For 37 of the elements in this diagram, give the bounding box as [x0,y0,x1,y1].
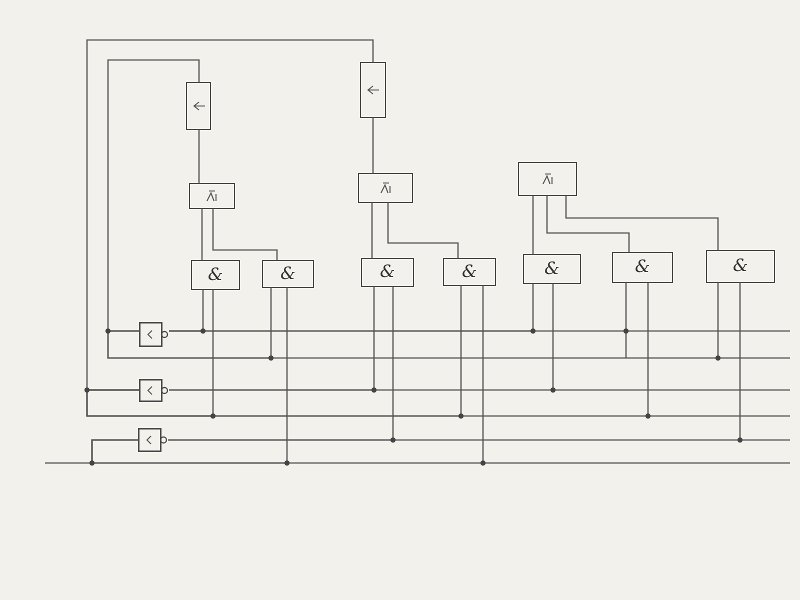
gate-symbol: & [732,258,748,275]
gate-symbol: & [462,264,478,280]
gate-symbol: & [380,264,396,281]
logic-block [189,183,235,209]
and-gate [361,258,414,287]
wire [201,209,203,260]
inverter-gate [139,379,169,402]
wire [45,439,138,464]
gate-symbol: & [544,260,560,278]
and-gate [191,260,240,290]
logic-block [518,162,577,196]
and-gate [523,254,581,284]
and-gate [443,258,496,286]
wire [169,283,627,332]
and-gate [262,260,314,288]
wire [198,130,200,183]
gate-symbol: & [634,259,650,276]
wire [371,203,373,258]
gate-symbol: & [208,266,224,284]
wire [387,203,459,258]
wire [372,118,374,173]
wire [168,283,741,441]
wire [546,196,630,252]
tall-block [360,62,386,118]
inverter-gate [138,428,168,452]
wire [212,209,278,260]
wire [169,284,554,391]
wire [565,196,719,250]
wire [86,283,649,417]
inverter-gate [139,322,169,347]
gate-symbol: & [280,266,296,282]
and-gate [706,250,775,283]
tall-block [186,82,211,130]
and-gate [612,252,673,283]
wire [107,283,719,359]
wire [532,196,534,254]
logic-block [358,173,413,203]
